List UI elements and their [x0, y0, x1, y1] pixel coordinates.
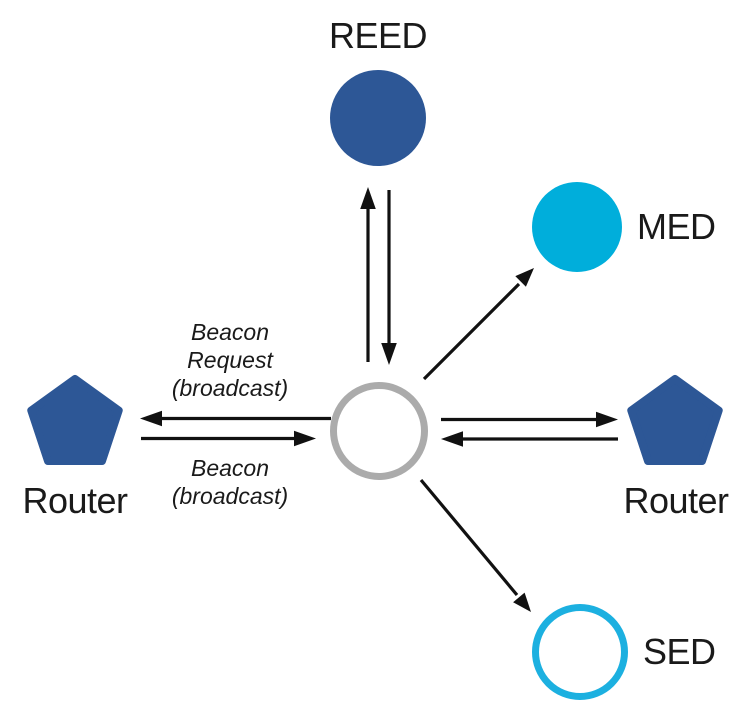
arrow-center-to-sed: [419, 478, 531, 612]
beacon-request-line1: Beacon: [190, 319, 270, 345]
joiner-node: [330, 382, 428, 480]
arrow-center-to-med: [422, 268, 534, 381]
arrow-router-right-to-center: [441, 431, 618, 447]
router-left-label: Router: [22, 480, 128, 521]
beacon-annotation: Beacon (broadcast): [172, 454, 288, 510]
med-node: [532, 182, 622, 272]
beacon-request-annotation: Beacon Request (broadcast): [172, 318, 288, 402]
med-label: MED: [637, 206, 716, 247]
router-right-node: [627, 375, 723, 465]
router-left-node: [27, 375, 123, 465]
beacon-line2: (broadcast): [171, 483, 289, 509]
arrow-center-to-router-right: [441, 411, 618, 428]
arrow-reed-to-center: [381, 190, 397, 365]
beacon-request-line2: Request: [187, 347, 273, 373]
arrow-center-to-reed: [360, 187, 376, 362]
arrow-center-to-router-left: [140, 410, 331, 427]
beacon-request-line3: (broadcast): [171, 375, 289, 401]
reed-node: [330, 70, 426, 166]
sed-node: [532, 604, 628, 700]
sed-label: SED: [643, 631, 716, 672]
router-right-label: Router: [623, 480, 729, 521]
arrow-router-left-to-center: [141, 430, 316, 447]
reed-label: REED: [328, 15, 428, 56]
beacon-line1: Beacon: [190, 455, 270, 481]
